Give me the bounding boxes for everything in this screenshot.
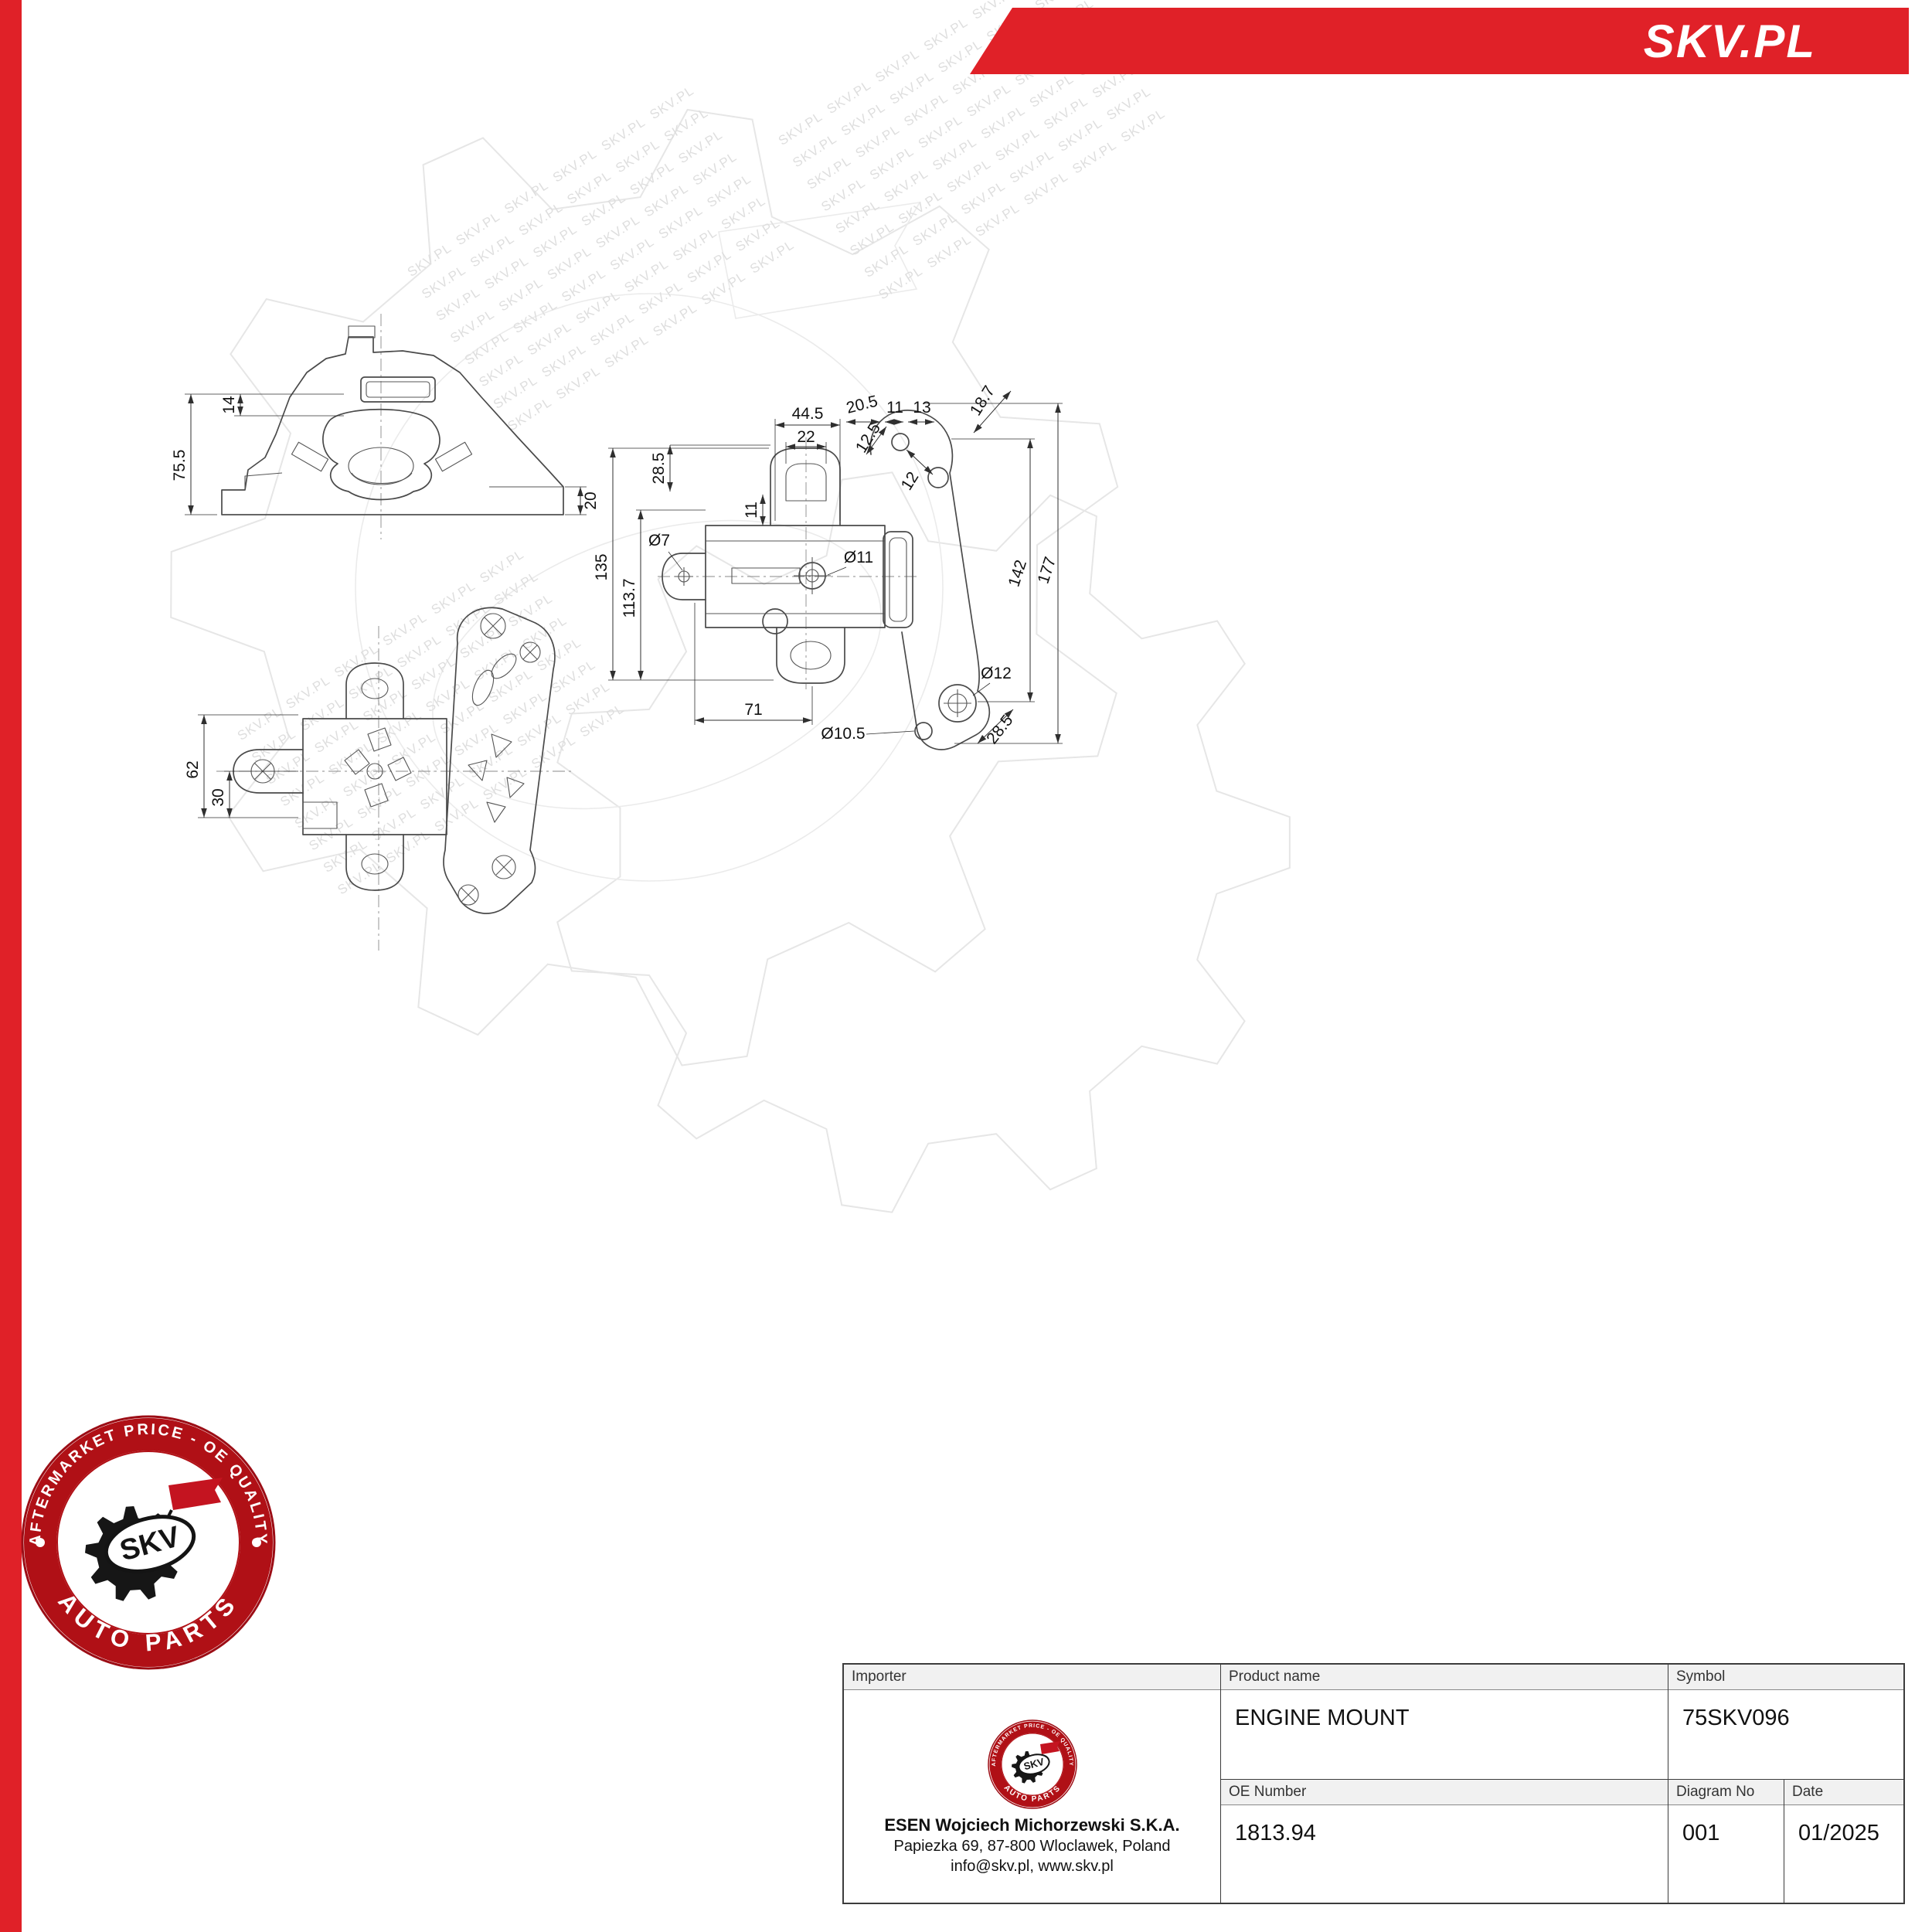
front-dimensions: 62 30 [185,714,298,818]
view-front: 62 30 [185,607,572,951]
product-name-label: Product name [1221,1665,1668,1690]
importer-contact: info@skv.pl, www.skv.pl [951,1857,1114,1875]
badge-dot-right [252,1538,261,1547]
watermark-flag [718,201,921,319]
dim-135: 135 [593,553,611,580]
importer-company: ESEN Wojciech Michorzewski S.K.A. [884,1815,1180,1835]
view-top: 44.5 22 20.5 11 13 12.5 18.7 12 28.5 11 … [593,383,1063,750]
diagram-no-label: Diagram No [1668,1780,1784,1805]
oe-number-cell: OE Number 1813.94 [1221,1779,1668,1903]
side-dimensions: 75.5 14 20 [171,393,600,515]
dim-22: 22 [797,428,815,446]
watermark-circle [355,293,944,882]
dim-71: 71 [744,701,762,719]
top-dimensions: 44.5 22 20.5 11 13 12.5 18.7 12 28.5 11 … [593,383,1063,747]
diagram-no-cell: Diagram No 001 [1668,1779,1784,1903]
importer-cell: Importer AFTERMARKET PRICE - OE QUALITY … [844,1665,1221,1903]
oe-number-value: 1813.94 [1235,1821,1316,1845]
date-cell: Date 01/2025 [1784,1779,1903,1903]
watermark-oval [432,519,882,810]
dim-12: 12 [898,469,923,494]
front-part-outline [233,607,556,914]
product-name-value: ENGINE MOUNT [1235,1706,1410,1730]
importer-address: Papiezka 69, 87-800 Wloclawek, Poland [893,1837,1171,1855]
badge-dot-left [36,1538,45,1547]
dim-142: 142 [1005,558,1030,589]
watermark-gear-large [170,108,1119,1066]
symbol-cell: Symbol 75SKV096 [1668,1665,1903,1779]
product-name-cell: Product name ENGINE MOUNT [1221,1665,1668,1779]
brand-logo-text: SKV.PL [1643,15,1816,67]
dim-11-top: 11 [886,399,903,417]
info-table: Importer AFTERMARKET PRICE - OE QUALITY … [842,1663,1905,1904]
importer-logo: AFTERMARKET PRICE - OE QUALITY AUTO PART… [987,1719,1077,1809]
dim-13: 13 [913,399,930,417]
dim-28-5-bottom: 28.5 [983,712,1016,747]
date-label: Date [1784,1780,1903,1805]
dim-28-5-left: 28.5 [650,453,668,485]
date-value: 01/2025 [1798,1821,1879,1845]
importer-label: Importer [844,1665,1220,1690]
brand-banner: SKV.PL [970,8,1909,74]
dim-62: 62 [185,760,202,778]
dim-44-5: 44.5 [792,405,824,423]
view-side: 75.5 14 20 [171,314,600,539]
dim-11-left: 11 [743,502,760,519]
dim-dia-11: Ø11 [844,549,873,566]
oe-number-label: OE Number [1221,1780,1668,1805]
dim-20: 20 [582,492,600,509]
left-accent-bar [0,0,22,1932]
dim-14: 14 [220,396,238,414]
dim-dia-7: Ø7 [648,532,670,549]
dim-75-5: 75.5 [171,450,189,481]
badge-gear-logo: SKV [85,1478,223,1601]
svg-text:SKV: SKV [1022,1755,1046,1771]
dim-18-7: 18.7 [967,383,998,419]
dim-20-5: 20.5 [845,393,879,417]
symbol-label: Symbol [1668,1665,1903,1690]
dim-177: 177 [1034,555,1060,586]
badge-flag [168,1478,223,1510]
brand-badge: AFTERMARKET PRICE - OE QUALITY AUTO PART… [21,1415,276,1670]
diagram-no-value: 001 [1682,1821,1720,1845]
dim-30: 30 [209,788,227,806]
dim-dia-12: Ø12 [981,665,1012,682]
dim-dia-10-5: Ø10.5 [821,725,865,743]
dim-113-7: 113.7 [621,579,638,618]
dim-12-5: 12.5 [852,420,884,456]
side-part-outline [221,325,564,515]
watermark-gear-lower [556,471,1291,1213]
symbol-value: 75SKV096 [1682,1706,1790,1730]
